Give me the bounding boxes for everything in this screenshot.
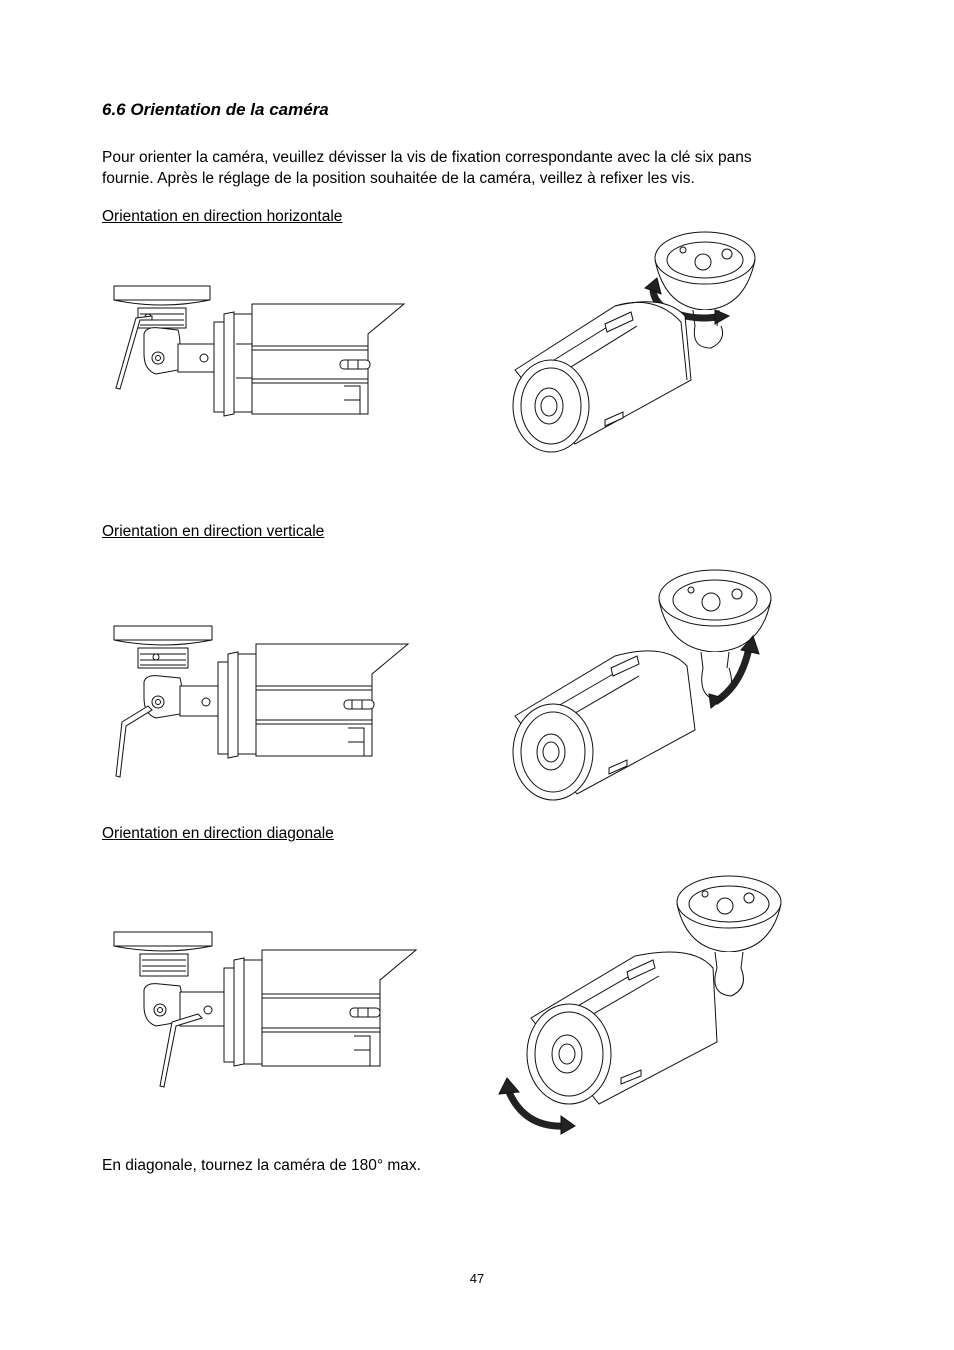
subtitle-vertical: Orientation en direction verticale [102,523,325,540]
page-number: 47 [469,1271,485,1286]
subtitle-diagonal: Orientation en direction diagonale [102,825,334,842]
intro-line-2: fournie. Après le réglage de la position… [102,170,695,187]
side-view-diagonal-illustration [108,928,420,1090]
perspective-diagonal-illustration [495,872,787,1140]
side-view-horizontal-illustration [108,282,408,417]
perspective-vertical-illustration [505,568,785,808]
intro-paragraph: Pour orienter la caméra, veuillez déviss… [102,147,862,189]
side-view-vertical-illustration [108,622,412,782]
diagonal-rotation-note: En diagonale, tournez la caméra de 180° … [102,1157,421,1174]
perspective-horizontal-illustration [505,230,775,460]
subtitle-horizontal: Orientation en direction horizontale [102,208,343,225]
intro-line-1: Pour orienter la caméra, veuillez déviss… [102,149,752,166]
section-heading: 6.6 Orientation de la caméra [102,100,329,119]
